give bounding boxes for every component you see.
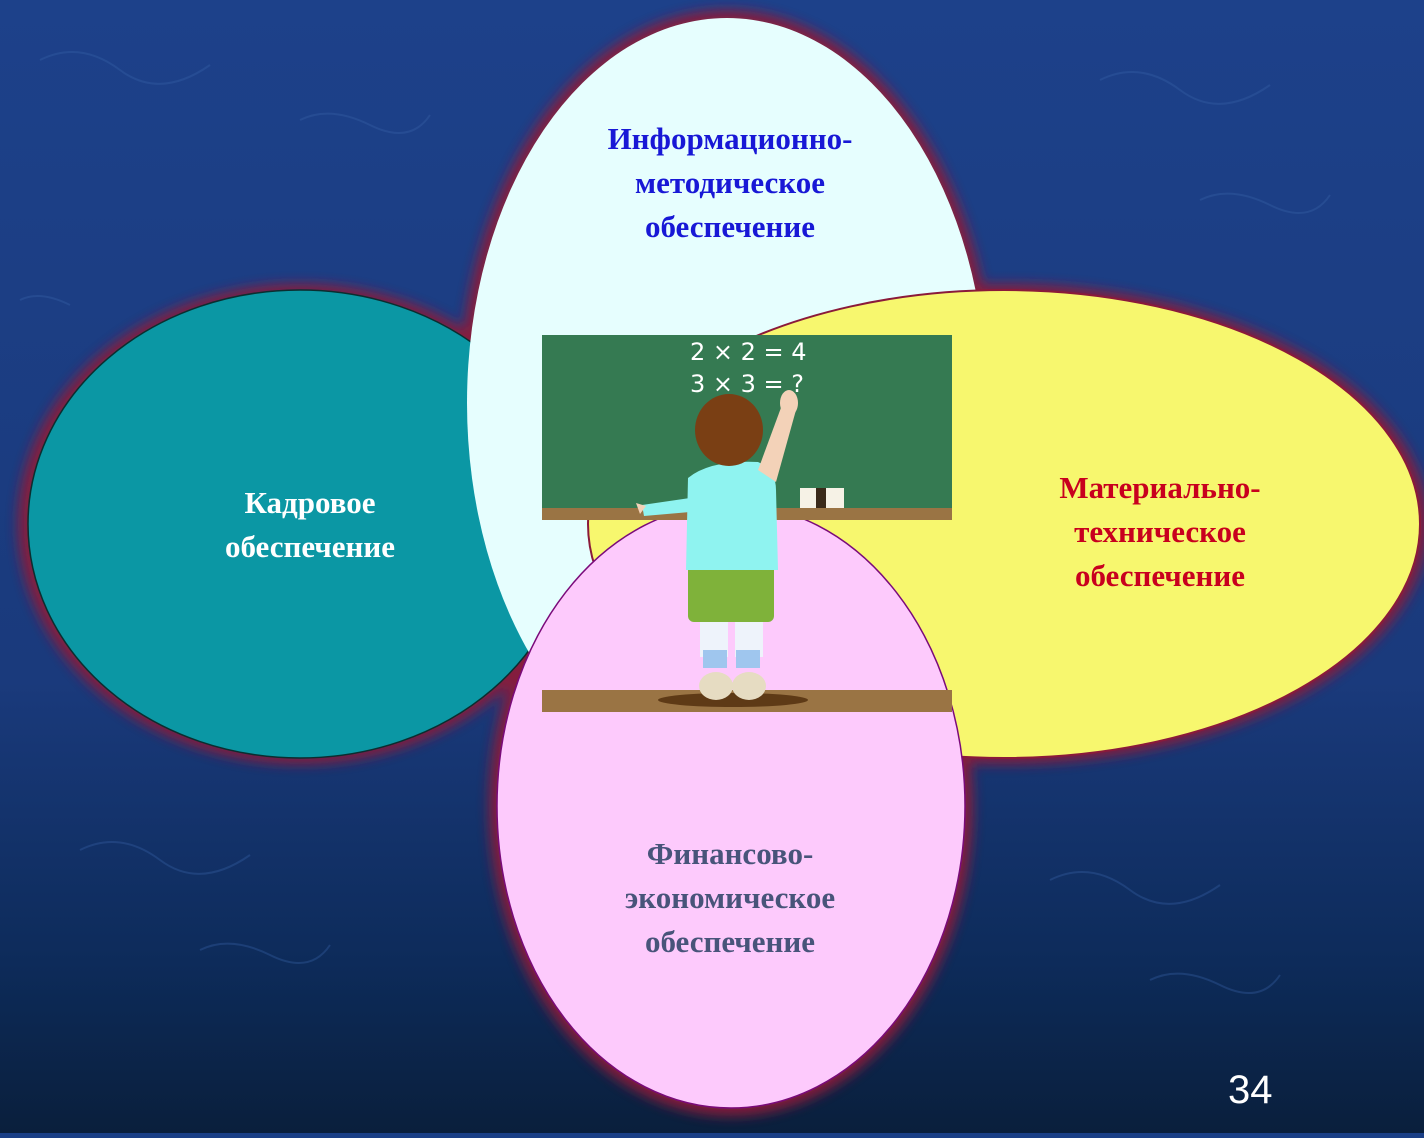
label-informatsionno: Информационно- методическое обеспечение [560,117,900,249]
label-informatsionno-line-2: методическое [635,165,825,200]
chalkboard-line-1: 2 × 2 = 4 [690,338,807,366]
label-finansovo: Финансово- экономическое обеспечение [575,832,885,964]
label-materialno-line-1: Материально- [1059,470,1261,505]
boy-shadow [658,693,808,707]
label-materialno-line-2: техническое [1074,514,1246,549]
label-finansovo-line-2: экономическое [624,880,836,915]
label-kadrovoe-line-2: обеспечение [224,529,396,564]
chalkboard-illustration: 2 × 2 = 4 3 × 3 = ? [542,335,952,712]
label-materialno: Материально- техническое обеспечение [1010,466,1310,598]
label-informatsionno-line-3: обеспечение [644,209,816,244]
label-finansovo-line-3: обеспечение [644,924,816,959]
label-finansovo-line-1: Финансово- [646,836,814,871]
chalkboard-line-2: 3 × 3 = ? [690,370,804,398]
chalk-eraser-handle [816,488,826,508]
label-kadrovoe: Кадровое обеспечение [170,481,450,569]
label-informatsionno-line-1: Информационно- [607,121,853,156]
page-number: 34 [1228,1068,1273,1112]
label-kadrovoe-line-1: Кадровое [244,485,376,520]
boy-figure [636,390,798,700]
label-materialno-line-3: обеспечение [1074,558,1246,593]
